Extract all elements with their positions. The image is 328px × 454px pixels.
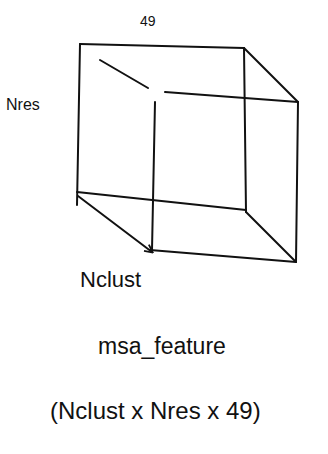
dimension-label: Nclust (80, 268, 141, 292)
dimension-label: 49 (140, 14, 156, 29)
tensor-name: msa_feature (98, 334, 226, 359)
cube-edge (165, 92, 298, 102)
cube-edge (77, 44, 80, 205)
cube-edge (244, 48, 298, 102)
depth-arrow (78, 196, 152, 252)
cube-edges (77, 44, 298, 262)
cube-edge (100, 60, 148, 88)
cube-edge (152, 102, 155, 250)
cube-edge (296, 102, 298, 262)
cube-edge (150, 250, 296, 262)
dimension-label: Nres (6, 96, 40, 114)
cube-edge (77, 192, 246, 210)
cube-edge (80, 44, 244, 48)
tensor-shape: (Nclust x Nres x 49) (50, 398, 261, 424)
cube-edge (244, 48, 246, 212)
cube-edge (246, 212, 296, 262)
